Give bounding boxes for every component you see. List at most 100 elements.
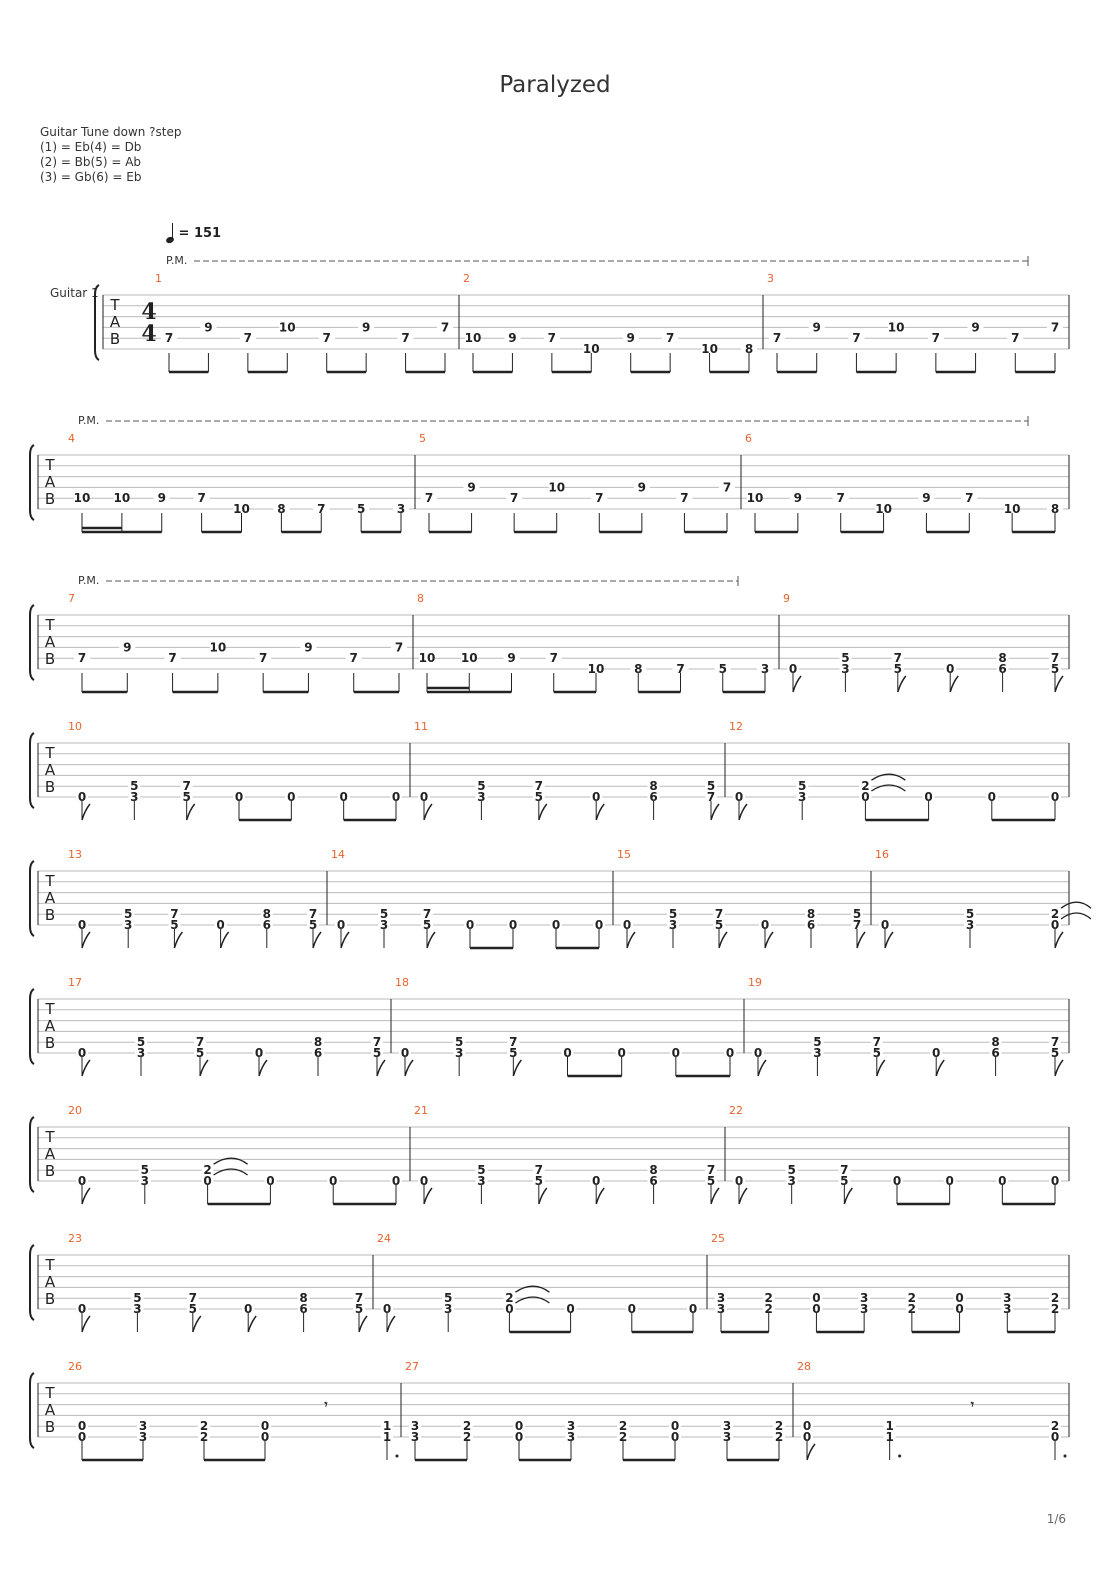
fret-number: 2 bbox=[1051, 907, 1059, 921]
fret-number: 3 bbox=[411, 1430, 419, 1444]
fret-number: 0 bbox=[735, 1174, 743, 1188]
fret-bg bbox=[870, 1047, 883, 1059]
fret-number: 2 bbox=[200, 1419, 208, 1433]
note-flag bbox=[626, 931, 636, 949]
fret-bg bbox=[733, 791, 745, 803]
fret-number: 10 bbox=[114, 491, 131, 505]
fret-bg bbox=[475, 1175, 488, 1187]
fret-bg bbox=[647, 1175, 660, 1187]
fret-number: 10 bbox=[461, 651, 478, 665]
fret-number: 5 bbox=[130, 779, 138, 793]
note-flag bbox=[949, 675, 959, 693]
fret-number: 0 bbox=[287, 790, 295, 804]
fret-number: 5 bbox=[509, 1046, 517, 1060]
fret-bg bbox=[1004, 503, 1021, 515]
fret-bg bbox=[76, 919, 88, 931]
fret-number: 3 bbox=[411, 1419, 419, 1433]
fret-number: 1 bbox=[885, 1419, 893, 1433]
tab-clef-letter: T bbox=[109, 296, 120, 314]
fret-number: 0 bbox=[812, 1291, 820, 1305]
fret-bg bbox=[714, 663, 731, 675]
fret-bg bbox=[507, 919, 519, 931]
fret-bg bbox=[839, 652, 852, 665]
fret-number: 6 bbox=[263, 918, 271, 932]
time-signature-bottom: 4 bbox=[141, 321, 156, 347]
fret-number: 8 bbox=[745, 342, 753, 356]
fret-bg bbox=[996, 663, 1009, 675]
fret-bg bbox=[318, 332, 335, 345]
fret-bg bbox=[787, 663, 799, 675]
fret-number: 0 bbox=[946, 662, 954, 676]
tab-clef-letter: A bbox=[45, 633, 56, 651]
fret-number: 3 bbox=[477, 790, 485, 804]
note-flag bbox=[897, 675, 907, 693]
fret-number: 9 bbox=[813, 320, 821, 334]
tempo-marking: = 151 bbox=[164, 223, 221, 245]
note-flag bbox=[192, 1315, 202, 1333]
fret-bg bbox=[1047, 321, 1063, 334]
fret-bg bbox=[113, 492, 130, 505]
fret-bg bbox=[1049, 1175, 1061, 1187]
fret-number: 5 bbox=[444, 1291, 452, 1305]
fret-bg bbox=[285, 791, 298, 803]
fret-bg bbox=[1007, 332, 1024, 345]
note-flag bbox=[710, 803, 720, 821]
time-signature-top: 4 bbox=[141, 299, 156, 325]
fret-number: 7 bbox=[244, 331, 252, 345]
fret-bg bbox=[461, 1420, 473, 1433]
fret-number: 0 bbox=[566, 1302, 574, 1316]
note-flag bbox=[935, 1059, 945, 1077]
fret-bg bbox=[762, 1292, 775, 1305]
fret-number: 9 bbox=[508, 331, 516, 345]
note-flag bbox=[512, 1059, 522, 1077]
note-flag bbox=[423, 1187, 433, 1205]
fret-bg bbox=[985, 791, 998, 803]
fret-bg bbox=[233, 503, 250, 515]
note-flag bbox=[538, 1187, 548, 1205]
fret-bg bbox=[713, 919, 725, 931]
note-flag bbox=[876, 1059, 886, 1077]
fret-bg bbox=[122, 908, 135, 921]
fret-bg bbox=[701, 343, 718, 355]
page-number: 1/6 bbox=[1046, 1512, 1066, 1526]
fret-number: 8 bbox=[649, 779, 657, 793]
fret-bg bbox=[180, 780, 193, 793]
fret-number: 2 bbox=[203, 1163, 211, 1177]
fret-number: 7 bbox=[666, 331, 674, 345]
fret-number: 7 bbox=[259, 651, 267, 665]
fret-bg bbox=[201, 1164, 214, 1177]
fret-number: 0 bbox=[420, 1174, 428, 1188]
fret-bg bbox=[805, 919, 817, 931]
fret-bg bbox=[390, 791, 402, 803]
fret-number: 0 bbox=[988, 790, 996, 804]
fret-number: 6 bbox=[991, 1046, 999, 1060]
tie-arc bbox=[871, 784, 906, 792]
fret-number: 0 bbox=[671, 1430, 679, 1444]
note-flag bbox=[185, 803, 196, 821]
fret-bg bbox=[453, 1036, 466, 1049]
fret-bg bbox=[752, 1047, 764, 1059]
fret-bg bbox=[996, 652, 1009, 665]
fret-bg bbox=[168, 919, 181, 931]
fret-bg bbox=[590, 1175, 603, 1187]
measure-number: 23 bbox=[68, 1232, 82, 1245]
measure-number: 13 bbox=[68, 848, 82, 861]
note-flag bbox=[595, 1187, 605, 1205]
fret-bg bbox=[838, 1164, 851, 1177]
fret-bg bbox=[705, 1164, 717, 1177]
fret-bg bbox=[503, 1292, 516, 1305]
fret-bg bbox=[810, 1292, 823, 1305]
fret-bg bbox=[378, 908, 390, 921]
fret-bg bbox=[851, 919, 863, 931]
tab-clef-letter: A bbox=[45, 761, 56, 779]
fret-number: 9 bbox=[158, 491, 166, 505]
note-flag bbox=[386, 1315, 396, 1333]
fret-number: 0 bbox=[623, 918, 631, 932]
tab-clef-letter: T bbox=[44, 1256, 55, 1274]
measure-number: 21 bbox=[414, 1104, 428, 1117]
tab-clef-letter: A bbox=[110, 313, 121, 331]
fret-bg bbox=[622, 332, 639, 345]
fret-number: 3 bbox=[567, 1419, 575, 1433]
tuning-line: (2) = Bb(5) = Ab bbox=[40, 155, 142, 169]
